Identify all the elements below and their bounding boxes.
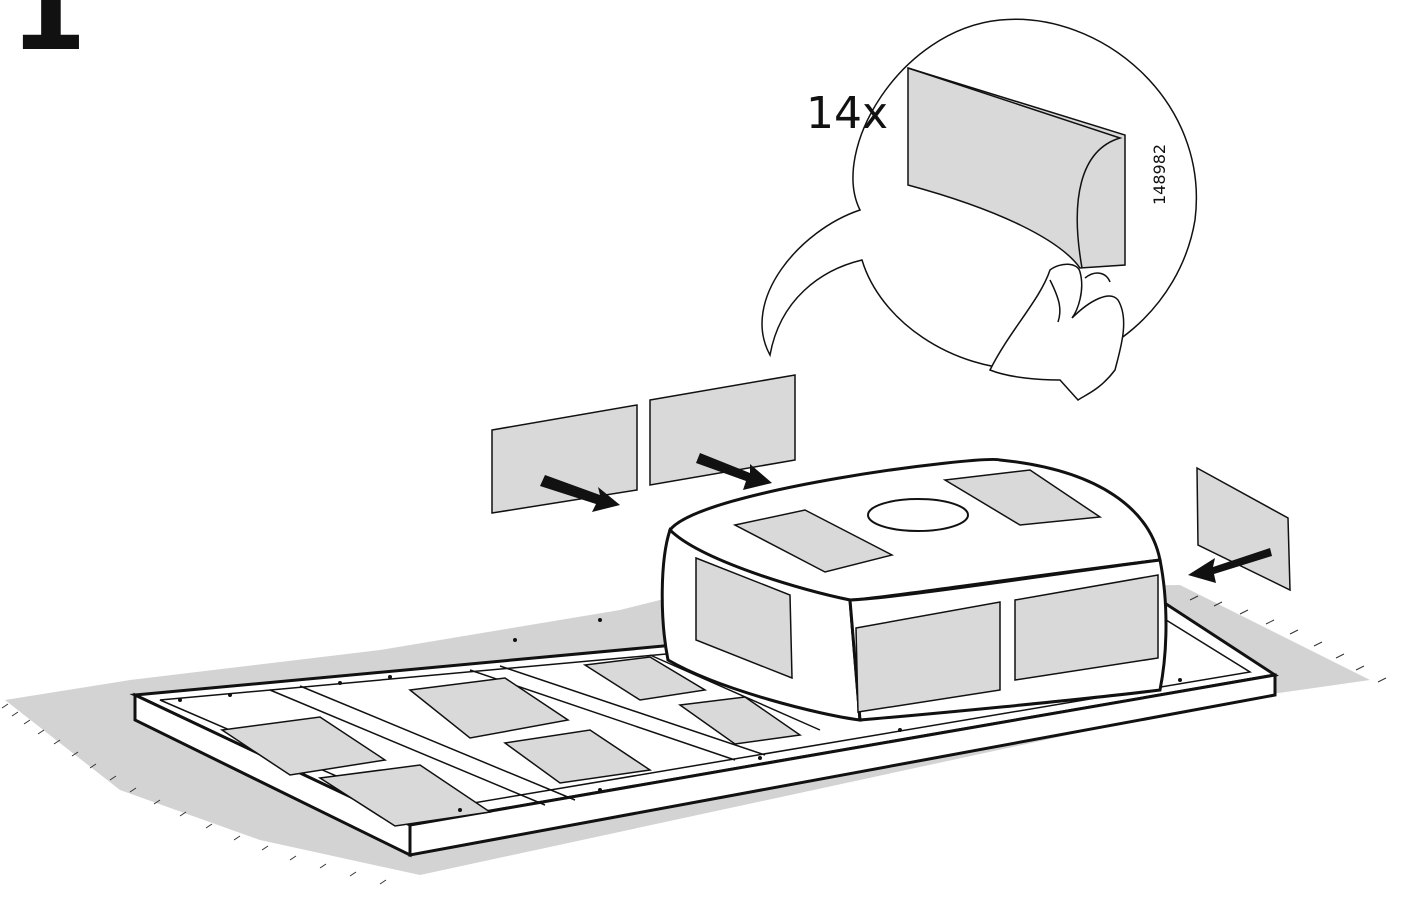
cushion-pads (695, 469, 1159, 713)
floor-mat-fringe (1, 595, 1387, 885)
part-number-label: 148982 (1150, 143, 1169, 205)
loose-pads (491, 374, 1291, 592)
frame-pads (219, 656, 803, 827)
arrow-icon (540, 453, 1272, 583)
step-number: 1 (10, 0, 87, 75)
frame-holes (178, 618, 1182, 812)
frame-right-face (408, 673, 1277, 857)
hand-icon (988, 263, 1125, 401)
felt-pad-icon (907, 66, 1126, 269)
cushion-hole (867, 498, 969, 532)
quantity-label: 14x (806, 88, 889, 139)
